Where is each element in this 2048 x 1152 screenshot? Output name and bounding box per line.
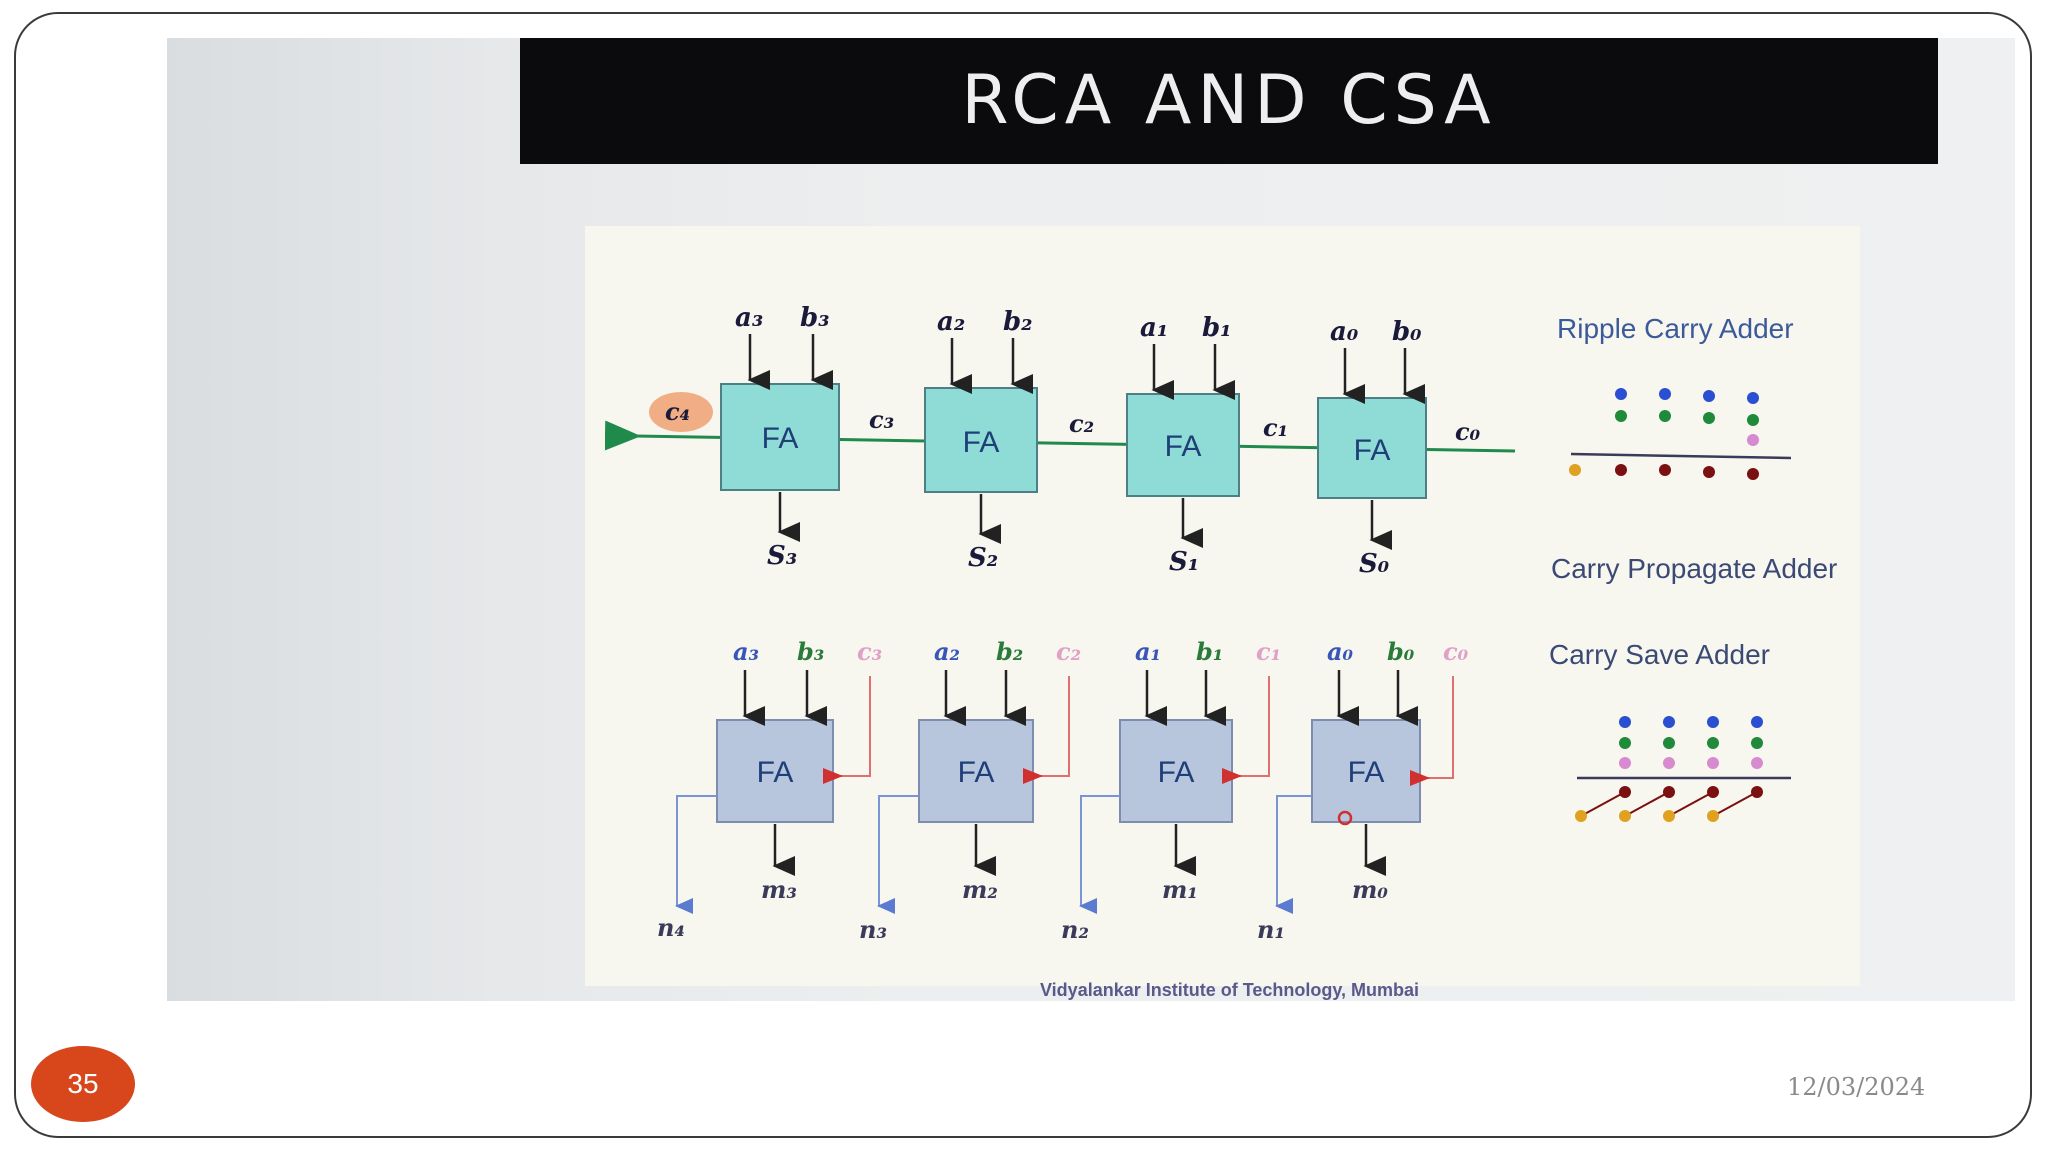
csa-label-b2: b₂ [996,637,1023,666]
csa-fa-label: FA [958,756,995,789]
rca-fa-label: FA [1165,430,1202,463]
csa-m1: m₁ [1162,875,1198,904]
adder-figure-panel: FA FA FA FA [585,226,1860,986]
rca-label-b1: b₁ [1202,313,1232,343]
adder-diagram: FA FA FA FA [604,303,1837,944]
csa-label-c0: c₀ [1443,637,1469,666]
rca-fa-label: FA [963,426,1000,459]
csa-label-b1: b₁ [1196,637,1223,666]
csa-n1: n₁ [1257,915,1285,944]
rca-carry-c0: c₀ [1455,417,1481,446]
legend: Ripple Carry Adder Carry Propagate A [1549,313,1837,822]
csa-n-lines [675,795,1312,914]
csa-label-c1: c₁ [1256,637,1281,666]
csa-fa-block-2: FA [918,719,1034,823]
csa-n2: n₂ [1061,915,1089,944]
csa-marker [1337,810,1353,826]
rca-sum-s3: S₃ [767,541,797,571]
slide-title: RCA AND CSA [520,38,1938,164]
csa-label-a0: a₀ [1327,637,1354,666]
csa-label-a2: a₂ [934,637,960,666]
rca-fa-label: FA [1354,434,1391,467]
slide-footer: Vidyalankar Institute of Technology, Mum… [1040,980,1420,1000]
csa-fa-label: FA [1158,756,1195,789]
page-number-badge: 35 [31,1046,135,1122]
rca-label-b2: b₂ [1003,307,1033,337]
csa-input-arrows [742,670,1418,726]
csa-fa-block-0: FA [1311,719,1421,823]
csa-label-c2: c₂ [1056,637,1081,666]
csa-m2: m₂ [962,875,998,904]
rca-sum-arrows [777,492,1392,550]
csa-m0: m₀ [1352,875,1388,904]
rca-row: FA FA FA FA [604,303,1516,579]
rca-sum-s1: S₁ [1169,547,1199,577]
rca-carry-c4: c₄ [665,397,690,426]
csa-label-a3: a₃ [733,637,759,666]
csa-label-b0: b₀ [1387,637,1415,666]
rca-input-arrows [747,334,1425,404]
rca-carry-c3: c₃ [869,405,894,434]
rca-label-b0: b₀ [1392,317,1422,347]
rca-fa-block-1: FA [1126,393,1240,497]
rca-carry-c1: c₁ [1263,413,1288,442]
csa-carry-in-lines [823,676,1454,786]
legend-ripple-carry-adder: Ripple Carry Adder [1557,313,1794,344]
csa-m3: m₃ [761,875,797,904]
rca-label-b3: b₃ [800,303,830,333]
rca-fa-label: FA [762,422,799,455]
rca-fa-block-3: FA [720,383,840,491]
rca-label-a1: a₁ [1140,313,1168,343]
legend-carry-propagate-adder: Carry Propagate Adder [1551,553,1837,584]
csa-n4: n₄ [657,913,685,942]
csa-label-a1: a₁ [1135,637,1161,666]
csa-label-b3: b₃ [797,637,824,666]
rca-sum-s0: S₀ [1359,549,1390,579]
c4-highlight [649,392,713,432]
rca-label-a2: a₂ [937,307,965,337]
csa-fa-label: FA [1348,756,1385,789]
legend-carry-save-adder: Carry Save Adder [1549,639,1770,670]
rca-sum-s2: S₂ [968,543,998,573]
save-dot-pattern [1575,716,1791,822]
ripple-dot-pattern [1569,388,1792,480]
csa-fa-label: FA [757,756,794,789]
csa-fa-block-1: FA [1119,719,1233,823]
csa-label-c3: c₃ [857,637,882,666]
csa-row: FA FA FA FA [657,637,1469,944]
slide-date: 12/03/2024 [1787,1073,1926,1101]
csa-m-arrows [772,824,1386,876]
rca-carry-c2: c₂ [1069,409,1094,438]
rca-fa-block-2: FA [924,387,1038,493]
csa-n3: n₃ [859,915,887,944]
rca-fa-block-0: FA [1317,397,1427,499]
csa-fa-block-3: FA [716,719,834,823]
rca-label-a3: a₃ [735,303,763,333]
rca-label-a0: a₀ [1330,317,1359,347]
